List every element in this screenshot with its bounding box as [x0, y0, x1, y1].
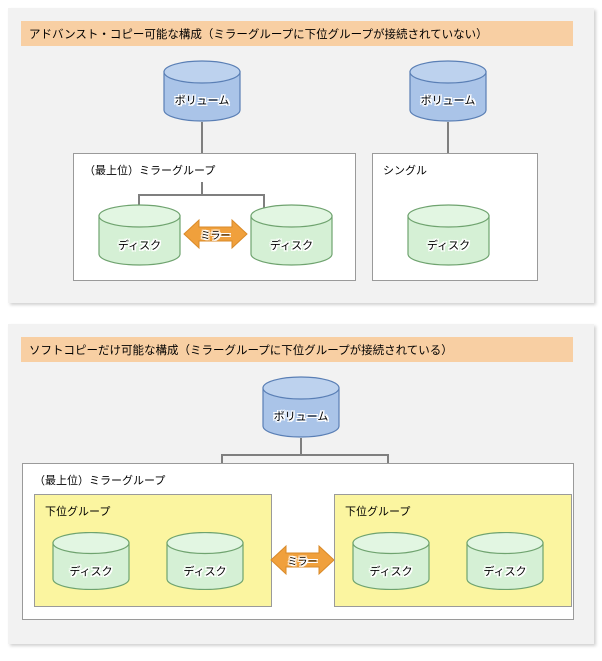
disk-cylinder-left-2: ディスク — [166, 532, 244, 590]
connector-branch-left-mirror-group — [138, 194, 140, 208]
top-mirror-group-label: （最上位）ミラーグループ — [34, 474, 166, 487]
mirror-arrow-bottom: ミラー — [270, 542, 335, 578]
mirror-arrow-label: ミラー — [200, 231, 231, 242]
connector-volume-to-mirror-group — [201, 122, 203, 153]
mirror-group-label: （最上位）ミラーグループ — [84, 164, 216, 177]
disk-cylinder-mirror-right: ディスク — [250, 204, 333, 266]
mirror-arrow-label: ミラー — [287, 557, 318, 568]
disk-label: ディスク — [117, 239, 162, 252]
disk-cylinder-left-1: ディスク — [52, 532, 130, 590]
volume-label: ボリューム — [273, 410, 329, 423]
disk-cylinder-right-2: ディスク — [466, 532, 544, 590]
disk-cylinder-right-1: ディスク — [352, 532, 430, 590]
disk-label: ディスク — [426, 239, 471, 252]
connector-stem-soft-copy — [300, 438, 302, 455]
section-header-label: ソフトコピーだけ可能な構成（ミラーグループに下位グループが接続されている） — [29, 342, 453, 357]
volume-cylinder-mirror-group: ボリューム — [163, 60, 241, 122]
disk-label: ディスク — [369, 565, 413, 578]
volume-cylinder-single: ボリューム — [409, 60, 487, 122]
disk-cylinder-single: ディスク — [407, 204, 490, 266]
section-header-soft-copy: ソフトコピーだけ可能な構成（ミラーグループに下位グループが接続されている） — [21, 337, 573, 362]
mirror-arrow-top: ミラー — [183, 216, 248, 252]
single-group-label: シングル — [383, 164, 427, 177]
subgroup-label-left: 下位グループ — [45, 505, 111, 518]
disk-label: ディスク — [183, 565, 227, 578]
volume-cylinder-soft-copy: ボリューム — [262, 376, 340, 438]
subgroup-label-right: 下位グループ — [345, 505, 411, 518]
connector-branch-right-mirror-group — [263, 194, 265, 208]
section-header-label: アドバンスト・コピー可能な構成（ミラーグループに下位グループが接続されていない） — [29, 26, 488, 41]
volume-label: ボリューム — [174, 94, 230, 107]
panel-soft-copy: ソフトコピーだけ可能な構成（ミラーグループに下位グループが接続されている） ボリ… — [8, 324, 594, 644]
volume-label: ボリューム — [420, 94, 476, 107]
connector-stem-mirror-group — [201, 182, 203, 195]
connector-bar-mirror-group — [138, 194, 265, 196]
disk-cylinder-mirror-left: ディスク — [98, 204, 181, 266]
disk-label: ディスク — [483, 565, 527, 578]
connector-bar-soft-copy — [221, 454, 389, 456]
disk-label: ディスク — [269, 239, 314, 252]
disk-label: ディスク — [69, 565, 113, 578]
panel-advanced-copy: アドバンスト・コピー可能な構成（ミラーグループに下位グループが接続されていない）… — [8, 8, 594, 303]
section-header-advanced-copy: アドバンスト・コピー可能な構成（ミラーグループに下位グループが接続されていない） — [21, 21, 573, 46]
